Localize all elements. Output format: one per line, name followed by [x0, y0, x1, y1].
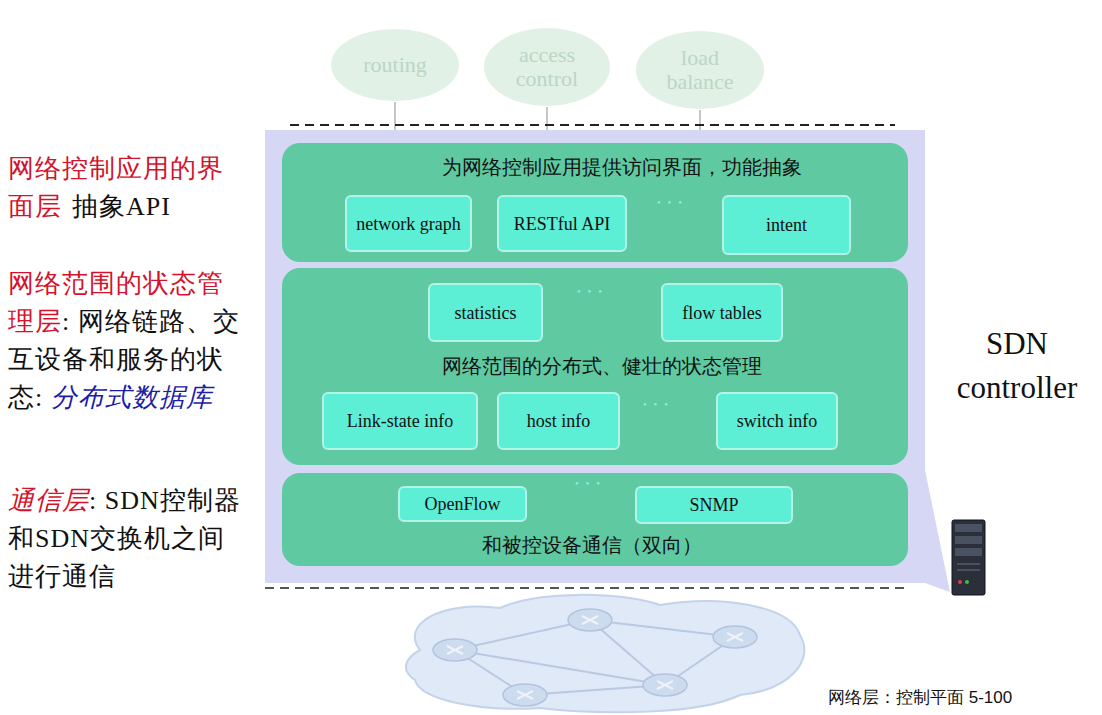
node-label: Link-state info — [343, 410, 457, 432]
state-box: statistics — [428, 283, 543, 342]
node-label: SNMP — [685, 494, 742, 516]
layer-title: 为网络控制应用提供访问界面，功能抽象 — [382, 155, 862, 179]
layer-title: SDN controller — [937, 322, 1097, 410]
node-label: host info — [523, 410, 595, 432]
api-box: network graph — [345, 195, 472, 252]
state-box: switch info — [716, 392, 838, 450]
node-label: load balance — [652, 46, 748, 94]
server-icon — [952, 520, 985, 595]
app-ellipse: routing — [330, 28, 460, 102]
side-note: 通信层: SDN控制器和SDN交换机之间进行通信 — [8, 482, 248, 596]
node-label: flow tables — [678, 302, 765, 324]
ellipsis-dots: • • • — [657, 196, 684, 208]
controller-panel: SDN controller为网络控制应用提供访问界面，功能抽象network … — [265, 130, 925, 583]
panel-shadow — [925, 470, 950, 592]
interface-layer: 为网络控制应用提供访问界面，功能抽象 network graph RESTful A… — [282, 143, 908, 262]
side-note: 网络范围的状态管理层: 网络链路、交互设备和服务的状态:分布式数据库 — [8, 265, 248, 417]
note-emphasis: 分布式数据库 — [51, 383, 213, 412]
node-label: RESTful API — [510, 213, 615, 235]
layer-name: 通信层 — [8, 486, 89, 515]
app-ellipse: access control — [483, 27, 611, 107]
side-note: 网络控制应用的界面层抽象API — [8, 150, 248, 226]
node-label: access control — [499, 43, 595, 91]
protocol-box: OpenFlow — [398, 486, 527, 522]
ellipsis-dots: • • • — [577, 285, 604, 297]
node-label: intent — [762, 214, 811, 236]
ellipsis-dots: • • • — [643, 398, 670, 410]
page-footer: 网络层：控制平面 5-100 — [828, 686, 1012, 709]
layer-title: 网络范围的分布式、健壮的状态管理 — [382, 354, 822, 378]
app-ellipse: load balance — [635, 30, 765, 110]
node-label: network graph — [352, 213, 464, 235]
node-label: switch info — [733, 410, 822, 432]
note-text: 抽象API — [72, 192, 171, 221]
node-label: statistics — [451, 302, 521, 324]
dashed-boundary — [265, 587, 905, 589]
state-box: flow tables — [661, 283, 783, 342]
api-box: intent — [722, 195, 851, 255]
state-layer: 网络范围的分布式、健壮的状态管理 statistics flow tablesLin… — [282, 268, 908, 465]
protocol-box: SNMP — [635, 486, 793, 524]
layer-title: 和被控设备通信（双向） — [422, 533, 762, 557]
network-cloud — [406, 595, 804, 712]
state-box: host info — [497, 392, 620, 450]
state-box: Link-state info — [322, 392, 478, 450]
ellipsis-dots: • • • — [575, 477, 602, 489]
api-box: RESTful API — [497, 195, 627, 252]
dashed-boundary — [290, 124, 895, 126]
node-label: routing — [363, 53, 427, 77]
node-label: OpenFlow — [421, 493, 505, 515]
